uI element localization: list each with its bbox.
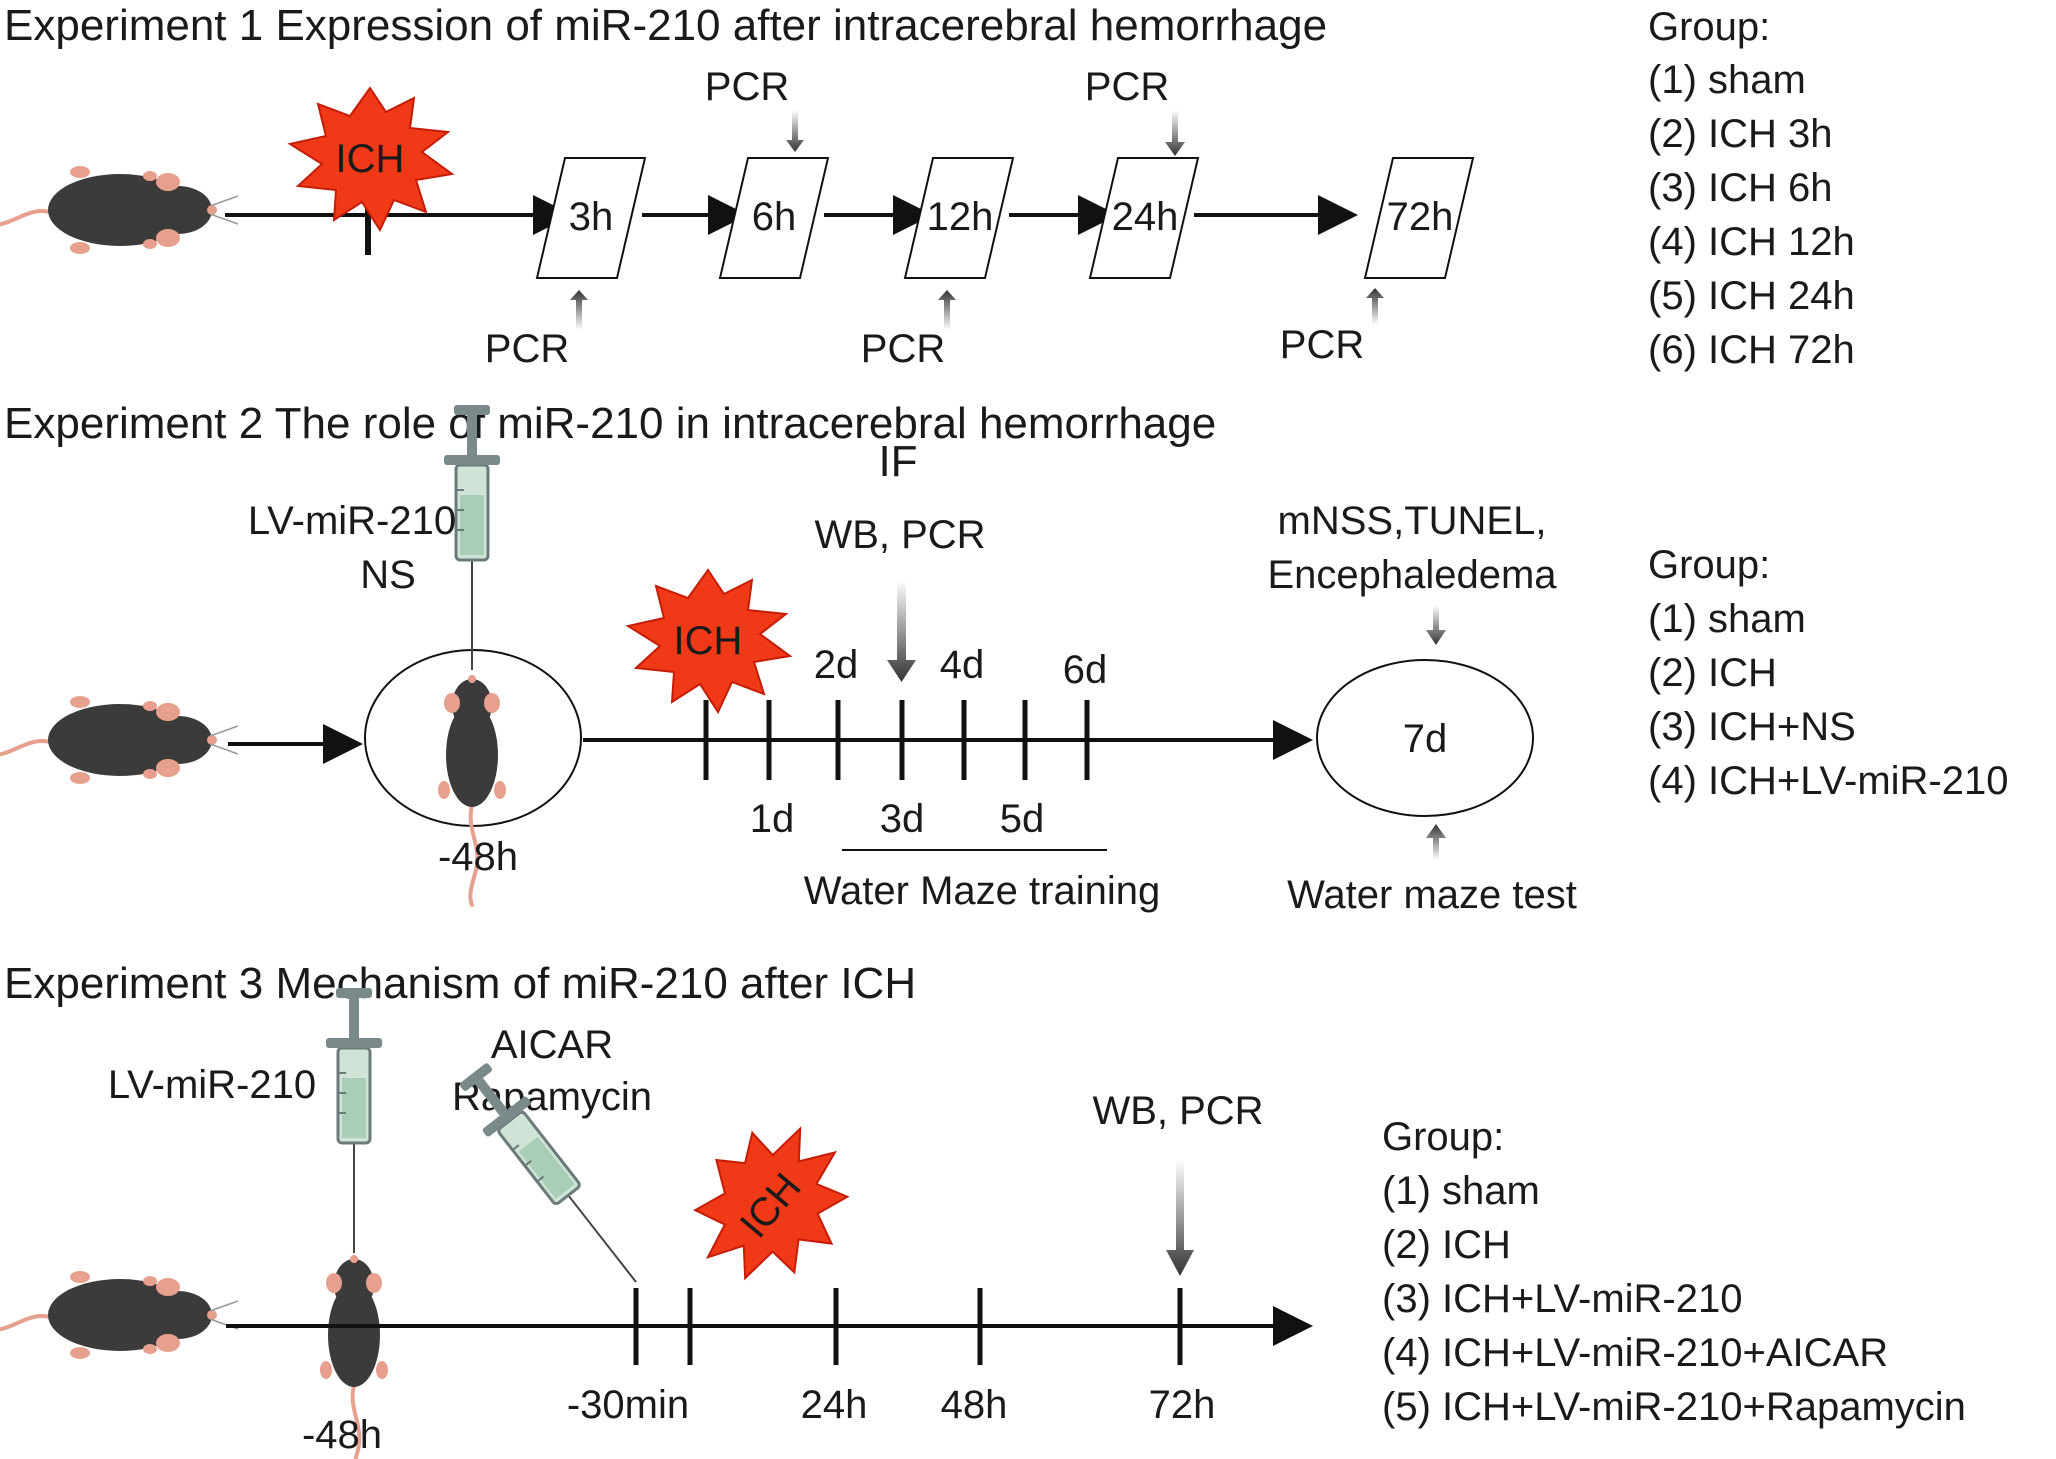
wb-pcr-label: WB, PCR	[814, 513, 985, 557]
svg-text:(2) ICH: (2) ICH	[1648, 651, 1777, 695]
down-arrow-icon	[1166, 1160, 1194, 1276]
up-arrow-icon	[570, 290, 588, 330]
ich-burst-icon: ICH	[663, 1096, 879, 1314]
svg-text:(5) ICH+LV-miR-210+Rapamycin: (5) ICH+LV-miR-210+Rapamycin	[1382, 1385, 1966, 1429]
ich-burst-label: ICH	[674, 619, 743, 663]
injection-label-ns: NS	[360, 553, 416, 597]
experiment-2-group-list: Group: (1) sham (2) ICH (3) ICH+NS (4) I…	[1648, 543, 2008, 803]
experiment-1-title: Experiment 1 Expression of miR-210 after…	[4, 1, 1327, 50]
ich-burst-label: ICH	[336, 137, 405, 181]
mouse-icon	[0, 694, 240, 786]
wb-pcr-label: WB, PCR	[1092, 1089, 1263, 1133]
svg-text:(3) ICH+LV-miR-210: (3) ICH+LV-miR-210	[1382, 1277, 1742, 1321]
pcr-label-3h: PCR	[485, 327, 569, 371]
experiment-1-group-list: Group: (1) sham (2) ICH 3h (3) ICH 6h (4…	[1648, 5, 1855, 372]
up-arrow-icon	[1366, 288, 1384, 325]
timepoint-72h: 72h	[1363, 157, 1475, 279]
training-label: Water Maze training	[804, 869, 1160, 913]
day-ticks	[703, 700, 1090, 780]
svg-text:(1) sham: (1) sham	[1648, 597, 1806, 641]
pcr-label-12h: PCR	[861, 327, 945, 371]
svg-text:Group:: Group:	[1648, 543, 1770, 587]
svg-text:(2) ICH: (2) ICH	[1382, 1223, 1511, 1267]
svg-text:(2) ICH 3h: (2) ICH 3h	[1648, 112, 1833, 156]
day-label-1d: 1d	[750, 797, 795, 841]
end-ellipse	[1316, 659, 1534, 817]
day-label-3d: 3d	[880, 797, 925, 841]
pre-time-label: -48h	[302, 1413, 382, 1457]
down-arrow-icon	[1165, 110, 1185, 156]
svg-text:(6) ICH 72h: (6) ICH 72h	[1648, 328, 1855, 372]
experiment-3-title: Experiment 3 Mechanism of miR-210 after …	[4, 959, 916, 1008]
svg-text:(4) ICH+LV-miR-210+AICAR: (4) ICH+LV-miR-210+AICAR	[1382, 1331, 1888, 1375]
day-label-2d: 2d	[814, 643, 859, 687]
svg-text:(4) ICH+LV-miR-210: (4) ICH+LV-miR-210	[1648, 759, 2008, 803]
timeline-ticks	[633, 1288, 1183, 1365]
svg-text:3h: 3h	[569, 195, 614, 239]
timepoint-12h: 12h	[903, 157, 1015, 279]
pre-time-label: -48h	[438, 835, 518, 879]
svg-text:(5) ICH 24h: (5) ICH 24h	[1648, 274, 1855, 318]
experiment-2: Experiment 2 The role of miR-210 in intr…	[0, 399, 2008, 917]
svg-text:72h: 72h	[1387, 195, 1454, 239]
test-label: Water maze test	[1287, 873, 1577, 917]
experiment-3: Experiment 3 Mechanism of miR-210 after …	[0, 959, 1966, 1459]
injection-label-lv: LV-miR-210	[108, 1063, 316, 1107]
down-arrow-icon	[786, 110, 804, 152]
syringe-icon	[324, 986, 384, 1255]
experiment-3-group-list: Group: (1) sham (2) ICH (3) ICH+LV-miR-2…	[1382, 1115, 1966, 1429]
pcr-label-24h: PCR	[1085, 65, 1169, 109]
experiment-2-title: Experiment 2 The role of miR-210 in intr…	[4, 399, 1216, 448]
down-arrow-icon	[887, 580, 916, 682]
svg-text:(3) ICH 6h: (3) ICH 6h	[1648, 166, 1833, 210]
pcr-label-72h: PCR	[1280, 323, 1364, 367]
end-assays-label-1: mNSS,TUNEL,	[1278, 499, 1547, 543]
day-label-6d: 6d	[1063, 648, 1108, 692]
timepoint-6h: 6h	[718, 157, 830, 279]
end-assays-label-2: Encephaledema	[1267, 553, 1557, 597]
pcr-label-6h: PCR	[705, 65, 789, 109]
experiment-1: Experiment 1 Expression of miR-210 after…	[0, 1, 1855, 372]
day-label-5d: 5d	[1000, 797, 1045, 841]
svg-text:Group:: Group:	[1382, 1115, 1504, 1159]
end-day-label: 7d	[1403, 717, 1448, 761]
mouse-icon	[0, 1269, 240, 1361]
svg-text:(3) ICH+NS: (3) ICH+NS	[1648, 705, 1856, 749]
timepoint-24h: 24h	[1088, 157, 1200, 279]
svg-text:(1) sham: (1) sham	[1382, 1169, 1540, 1213]
svg-text:(4) ICH 12h: (4) ICH 12h	[1648, 220, 1855, 264]
up-arrow-icon	[938, 290, 956, 330]
tick-label-72h: 72h	[1149, 1383, 1216, 1427]
tick-label-24h: 24h	[801, 1383, 868, 1427]
if-label: IF	[878, 437, 917, 486]
mouse-icon	[0, 164, 240, 256]
timepoint-3h: 3h	[535, 157, 647, 279]
drug-label-aicar: AICAR	[491, 1023, 613, 1067]
tick-label-30min: -30min	[567, 1383, 689, 1427]
svg-text:6h: 6h	[752, 195, 797, 239]
svg-text:Group:: Group:	[1648, 5, 1770, 49]
svg-text:(1) sham: (1) sham	[1648, 58, 1806, 102]
up-arrow-icon	[1426, 824, 1446, 860]
injection-label-lv: LV-miR-210	[248, 499, 456, 543]
svg-text:12h: 12h	[927, 195, 994, 239]
down-arrow-icon	[1426, 605, 1446, 645]
tick-label-48h: 48h	[941, 1383, 1008, 1427]
day-label-4d: 4d	[940, 643, 985, 687]
svg-text:24h: 24h	[1112, 195, 1179, 239]
